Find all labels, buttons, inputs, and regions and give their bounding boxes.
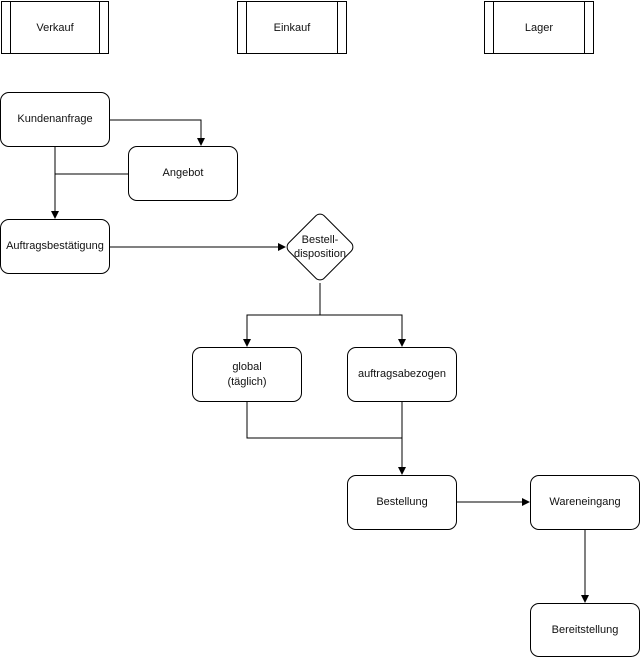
node-auftragsbestaetigung[interactable]: Auftragsbestätigung xyxy=(0,219,110,274)
lane-header-verkauf: Verkauf xyxy=(1,1,109,54)
node-global-label: global (täglich) xyxy=(227,361,267,388)
node-bestellung-label: Bestellung xyxy=(376,496,428,509)
node-auftragsabezogen-label: auftragsabezogen xyxy=(357,368,447,381)
edge-split-auftragsabezogen xyxy=(320,314,406,347)
node-angebot[interactable]: Angebot xyxy=(128,146,238,201)
lane-header-einkauf-label: Einkauf xyxy=(273,21,311,34)
lane-header-verkauf-label: Verkauf xyxy=(36,21,74,34)
node-bestellung[interactable]: Bestellung xyxy=(347,475,457,530)
node-wareneingang-label: Wareneingang xyxy=(549,496,621,509)
lane-header-lager-label: Lager xyxy=(524,21,554,34)
node-auftragsbestaetigung-label: Auftragsbestätigung xyxy=(6,240,104,253)
lane-header-lager: Lager xyxy=(484,1,594,54)
node-auftragsabezogen[interactable]: auftragsabezogen xyxy=(347,347,457,402)
node-global[interactable]: global (täglich) xyxy=(192,347,302,402)
node-bereitstellung[interactable]: Bereitstellung xyxy=(530,603,640,657)
node-wareneingang[interactable]: Wareneingang xyxy=(530,475,640,530)
edge-global-join xyxy=(246,402,402,439)
edge-bestelldisposition-split xyxy=(243,283,321,347)
lane-header-einkauf: Einkauf xyxy=(237,1,347,54)
node-angebot-label: Angebot xyxy=(162,167,204,180)
edge-kundenanfrage-angebot xyxy=(110,119,205,146)
bestelldisposition-label: Bestell- disposition xyxy=(294,234,346,260)
node-bereitstellung-label: Bereitstellung xyxy=(551,623,619,636)
node-kundenanfrage[interactable]: Kundenanfrage xyxy=(0,92,110,147)
bestelldisposition-diamond[interactable] xyxy=(285,212,356,283)
node-kundenanfrage-label: Kundenanfrage xyxy=(17,113,93,126)
